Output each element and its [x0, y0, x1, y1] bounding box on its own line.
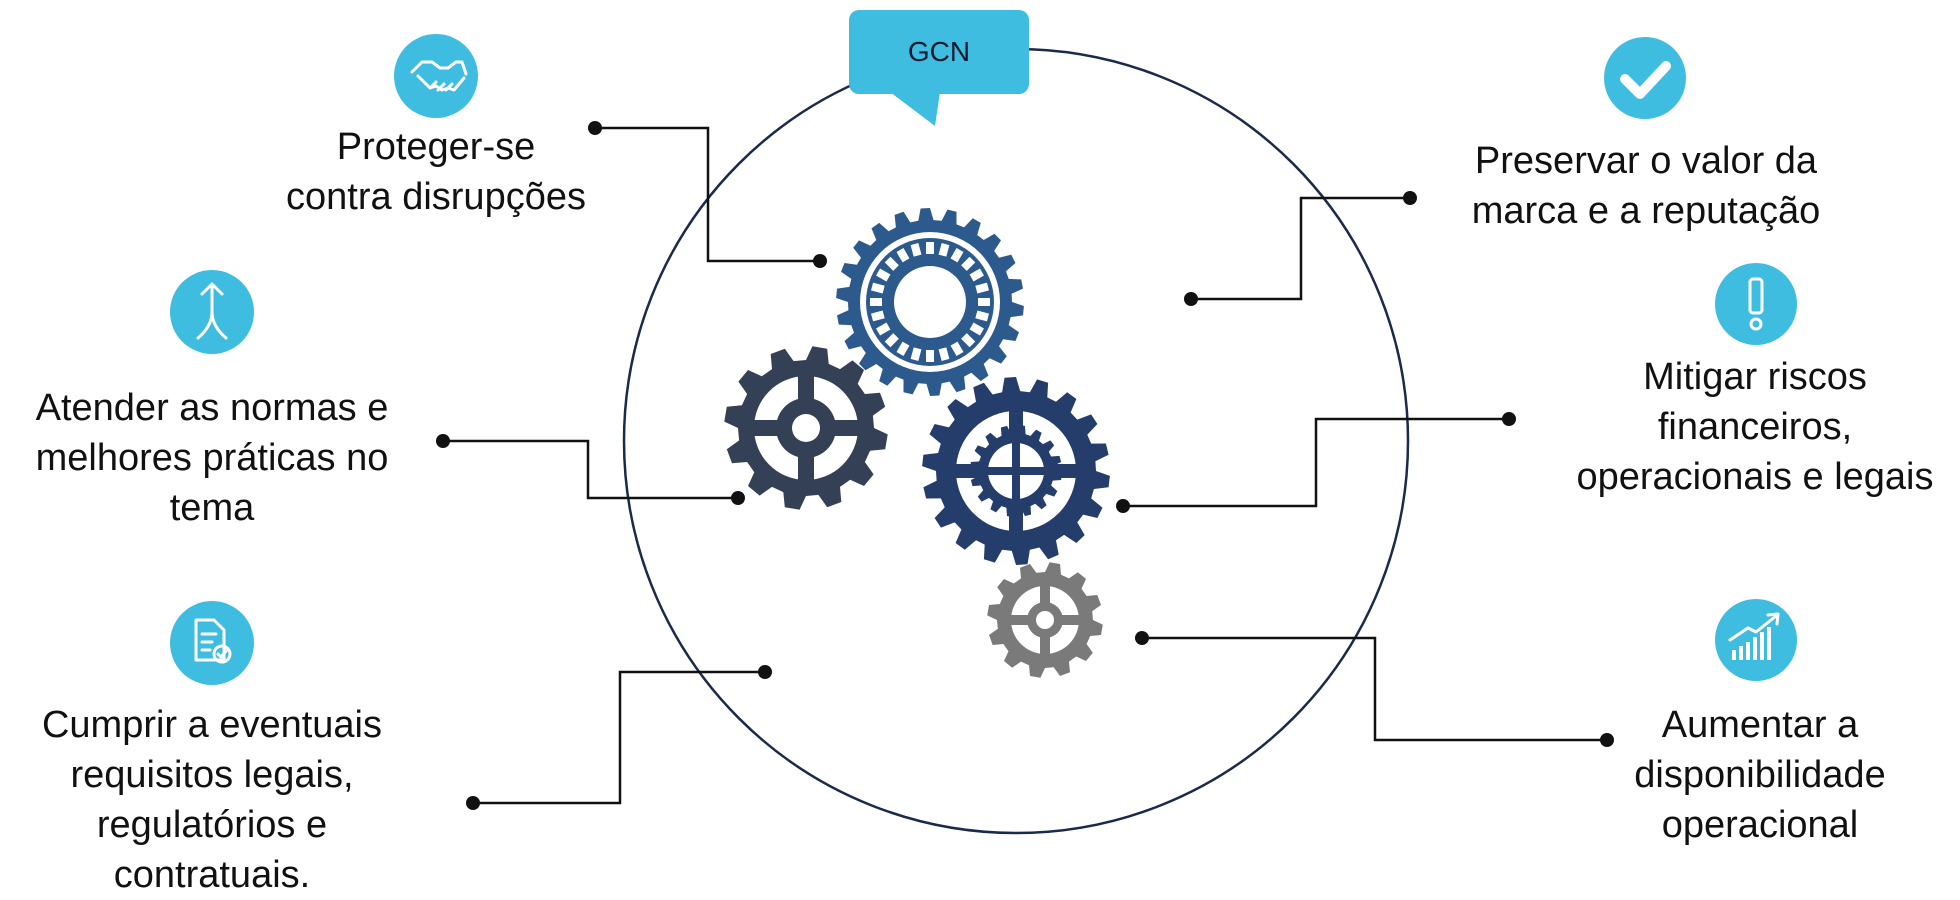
connector-availability [1142, 636, 1607, 742]
dot [1116, 499, 1130, 513]
benefit-comply-label: Cumprir a eventuais requisitos legais, r… [0, 700, 424, 900]
dot [758, 665, 772, 679]
line: contra disrupções [286, 176, 586, 218]
handshake-icon [394, 34, 478, 118]
line: regulatórios e [96, 804, 328, 846]
line: requisitos legais, [70, 754, 354, 796]
dot [1135, 631, 1149, 645]
line: financeiros, [1657, 406, 1853, 448]
dot [813, 254, 827, 268]
dot [1600, 733, 1614, 747]
line: melhores práticas no [35, 437, 389, 479]
dot [1502, 412, 1516, 426]
merge-arrow-icon [170, 270, 254, 354]
line: Atender as normas e [35, 387, 389, 429]
document-check-icon [170, 601, 254, 685]
gear-right [922, 377, 1110, 565]
gcn-callout [849, 10, 1029, 126]
gear-top [836, 208, 1024, 396]
line: operacionais e legais [1576, 456, 1934, 498]
connector-risks [1123, 417, 1509, 508]
gear-bottom [987, 562, 1103, 678]
benefit-availability-label: Aumentar a disponibilidade operacional [1560, 700, 1960, 850]
benefit-norms-label: Atender as normas e melhores práticas no… [0, 383, 424, 533]
growth-chart-icon [1715, 599, 1797, 681]
dot [466, 796, 480, 810]
gear-left [724, 346, 888, 510]
line: contratuais. [113, 854, 311, 896]
dot [588, 121, 602, 135]
benefit-protect-label: Proteger-se contra disrupções [236, 122, 636, 222]
line: Aumentar a [1661, 704, 1859, 746]
line: Preservar o valor da [1474, 140, 1818, 182]
connector-protect [595, 126, 820, 263]
line: Cumprir a eventuais [41, 704, 383, 746]
line: marca e a reputação [1471, 190, 1821, 232]
dot [436, 434, 450, 448]
dot [1184, 292, 1198, 306]
line: Mitigar riscos [1643, 356, 1867, 398]
benefit-brand-label: Preservar o valor da marca e a reputação [1426, 136, 1866, 236]
checkmark-icon [1604, 37, 1686, 119]
benefit-risks-label: Mitigar riscos financeiros, operacionais… [1540, 352, 1960, 502]
connector-comply [473, 670, 765, 805]
exclamation-icon [1715, 263, 1797, 345]
dot [731, 491, 745, 505]
line: tema [169, 487, 255, 529]
line: operacional [1661, 804, 1859, 846]
line: disponibilidade [1634, 754, 1886, 796]
connector-brand [1191, 196, 1410, 301]
dot [1403, 191, 1417, 205]
gcn-label: GCN [907, 36, 971, 67]
line: Proteger-se [336, 126, 536, 168]
connector-norms [443, 439, 738, 500]
